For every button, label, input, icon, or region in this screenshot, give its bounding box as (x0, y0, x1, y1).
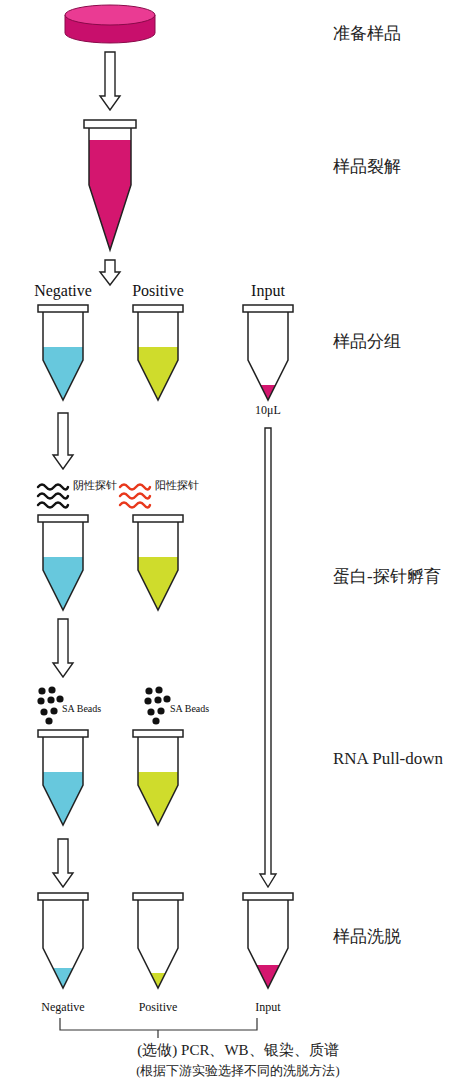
tube-outline (133, 893, 183, 989)
tube-cap (84, 120, 136, 128)
tube-cap (38, 515, 88, 522)
tube-body (89, 128, 131, 250)
tube-body (248, 900, 288, 988)
step-label: 准备样品 (333, 24, 401, 44)
tube-cap (243, 893, 293, 900)
step-label: RNA Pull-down (333, 749, 443, 769)
tube-outline (38, 893, 88, 989)
tube-node: Negative (18, 282, 108, 407)
step-label: 样品洗脱 (333, 927, 401, 947)
lysis-tube (84, 120, 136, 250)
tube-label: SA Beads (62, 703, 101, 715)
tube-node: Positive (113, 893, 203, 1018)
tube-label: Input (255, 1001, 280, 1015)
tube-liquid (257, 965, 280, 988)
tube-outline (133, 730, 183, 826)
bead (155, 686, 162, 693)
tube-cap (38, 730, 88, 737)
bead (48, 686, 55, 693)
tube-label: 阴性探针 (73, 479, 117, 492)
tube-liquid (151, 973, 166, 988)
tube-cap (133, 893, 183, 900)
tube-outline (38, 515, 88, 611)
bead (147, 708, 154, 715)
tube-outline (243, 305, 293, 401)
tube-label: SA Beads (170, 703, 209, 715)
bead (45, 717, 52, 724)
culture-dish (65, 5, 155, 43)
tube-cap (38, 305, 88, 312)
tube-node: 阳性探针 (113, 475, 223, 613)
tube-outline (38, 305, 88, 401)
tube-cap (38, 893, 88, 900)
bead (163, 695, 170, 702)
tube-body (138, 312, 178, 400)
tube-node: Negative (18, 893, 108, 1018)
bead (40, 708, 47, 715)
tube-outline (38, 730, 88, 826)
bead (56, 695, 63, 702)
bead (157, 707, 164, 714)
bead (47, 696, 54, 703)
tube-node: SA Beads (113, 683, 233, 833)
probe-strand (120, 503, 150, 508)
tube-label: Negative (41, 1001, 84, 1015)
bead (145, 687, 152, 694)
hollow-arrow (53, 619, 73, 677)
tube-body (43, 737, 83, 825)
bead (37, 697, 44, 704)
tube-cap (133, 305, 183, 312)
step-label: 蛋白-探针孵育 (333, 567, 441, 587)
tube-node: Input (223, 893, 313, 1018)
tube-outline (133, 305, 183, 401)
tube-node: Input 10μL (223, 282, 313, 422)
hollow-arrow (53, 839, 73, 887)
tube-label: 10μL (255, 404, 281, 418)
note-text: (根据下游实验选择不同的洗脱方法) (136, 1064, 339, 1079)
hollow-arrow (100, 260, 120, 285)
tube-body (43, 312, 83, 400)
note-text: (选做) PCR、WB、银染、质谱 (137, 1041, 338, 1059)
hollow-arrow (100, 52, 120, 110)
tube-body (43, 900, 83, 988)
bead (38, 687, 45, 694)
bracket (60, 1018, 257, 1038)
tube-label: Negative (34, 282, 92, 300)
lysate-liquid (89, 140, 131, 250)
tube-liquid (53, 968, 73, 988)
tube-cap (133, 730, 183, 737)
tube-liquid (261, 385, 276, 400)
tube-label: Positive (132, 282, 184, 300)
bead (50, 707, 57, 714)
tube-body (248, 312, 288, 400)
bead (152, 717, 159, 724)
tube-cap (243, 305, 293, 312)
hollow-arrow (53, 413, 73, 469)
probe-strand (38, 503, 68, 508)
dish-top (65, 5, 155, 25)
tube-body (138, 737, 178, 825)
tube-node: Positive (113, 282, 203, 407)
bead (144, 697, 151, 704)
tube-body (138, 522, 178, 610)
probe-strand (38, 485, 68, 490)
probe-strand (38, 494, 68, 499)
step-label: 样品分组 (333, 332, 401, 352)
tube-label: 阳性探针 (155, 479, 199, 492)
hollow-arrow (260, 428, 276, 887)
tube-label: Positive (139, 1001, 178, 1015)
tube-cap (133, 515, 183, 522)
tube-node: SA Beads (18, 683, 128, 833)
tube-outline (133, 515, 183, 611)
tube-outline (243, 893, 293, 989)
tube-body (43, 522, 83, 610)
step-label: 样品裂解 (333, 157, 401, 177)
tube-label: Input (251, 282, 285, 300)
probe-strand (120, 485, 150, 490)
bead (154, 696, 161, 703)
probe-strand (120, 494, 150, 499)
tube-body (138, 900, 178, 988)
